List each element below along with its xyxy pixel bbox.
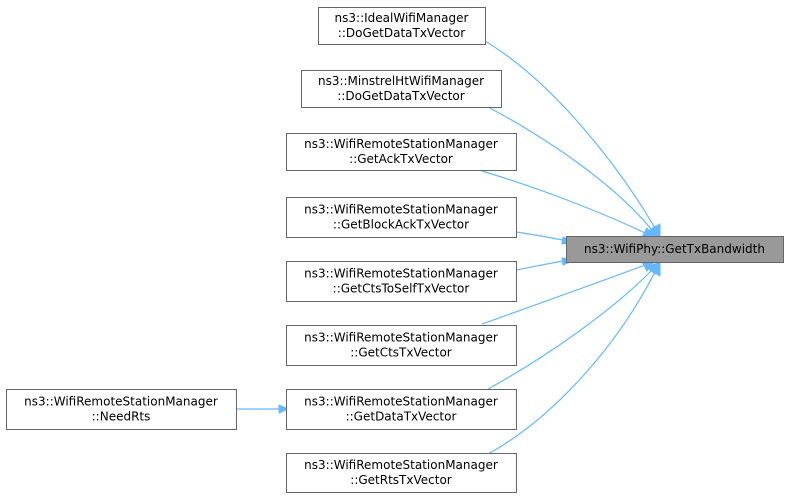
node-label-line: ::GetCtsToSelfTxVector	[333, 282, 470, 296]
node-blockack[interactable]: ns3::WifiRemoteStationManager::GetBlockA…	[286, 197, 517, 238]
node-label-line: ns3::WifiRemoteStationManager	[24, 395, 218, 409]
node-box	[286, 261, 517, 302]
node-label-line: ::GetBlockAckTxVector	[333, 218, 469, 232]
node-box	[286, 325, 517, 366]
node-box	[6, 389, 237, 430]
edge-minstrel-to-target	[487, 106, 661, 239]
arrowhead	[646, 225, 661, 239]
edge-line	[487, 269, 653, 390]
node-box	[286, 133, 517, 171]
arrowhead	[278, 404, 290, 414]
node-needrts[interactable]: ns3::WifiRemoteStationManager::NeedRts	[6, 389, 237, 430]
node-label-line: ::NeedRts	[92, 410, 151, 424]
node-label-line: ::GetCtsTxVector	[350, 346, 452, 360]
node-box	[286, 389, 517, 430]
node-label-line: ns3::WifiRemoteStationManager	[304, 331, 498, 345]
node-layer: ns3::WifiPhy::GetTxBandwidth ns3::IdealWi…	[6, 7, 784, 493]
edge-line	[481, 170, 646, 234]
node-label-line: ns3::WifiRemoteStationManager	[304, 458, 498, 472]
node-rts[interactable]: ns3::WifiRemoteStationManager::GetRtsTxV…	[286, 453, 517, 493]
node-label-line: ::DoGetDataTxVector	[337, 89, 464, 103]
node-box	[301, 70, 502, 108]
node-minstrel[interactable]: ns3::MinstrelHtWifiManager::DoGetDataTxV…	[301, 70, 502, 108]
node-box	[286, 197, 517, 238]
node-cts[interactable]: ns3::WifiRemoteStationManager::GetCtsTxV…	[286, 325, 517, 366]
node-label-line: ns3::MinstrelHtWifiManager	[318, 74, 484, 88]
edge-line	[515, 260, 564, 271]
node-label-line: ns3::WifiPhy::GetTxBandwidth	[584, 242, 765, 256]
node-label-line: ns3::WifiRemoteStationManager	[304, 267, 498, 281]
node-label-line: ns3::WifiRemoteStationManager	[304, 137, 498, 151]
edge-line	[487, 271, 656, 455]
edge-rts-to-target	[487, 263, 661, 455]
arrowhead	[649, 263, 661, 277]
node-target[interactable]: ns3::WifiPhy::GetTxBandwidth	[566, 236, 784, 263]
edge-line	[515, 231, 564, 241]
edge-line	[484, 40, 656, 229]
node-box	[286, 453, 517, 493]
node-label-line: ::GetRtsTxVector	[350, 473, 452, 487]
edge-needrts-to-data	[236, 404, 290, 414]
node-label-line: ns3::WifiRemoteStationManager	[304, 203, 498, 217]
edge-line	[481, 264, 646, 325]
node-box	[566, 236, 784, 263]
node-label-line: ::GetAckTxVector	[349, 152, 453, 166]
node-ctstoself[interactable]: ns3::WifiRemoteStationManager::GetCtsToS…	[286, 261, 517, 302]
edge-line	[487, 106, 653, 231]
node-label-line: ::GetDataTxVector	[346, 410, 457, 424]
node-ideal[interactable]: ns3::IdealWifiManager::DoGetDataTxVector	[318, 7, 486, 45]
node-label-line: ns3::IdealWifiManager	[335, 11, 469, 25]
node-box	[318, 7, 486, 45]
node-label-line: ns3::WifiRemoteStationManager	[304, 395, 498, 409]
node-data[interactable]: ns3::WifiRemoteStationManager::GetDataTx…	[286, 389, 517, 430]
node-label-line: ::DoGetDataTxVector	[338, 26, 465, 40]
node-ack[interactable]: ns3::WifiRemoteStationManager::GetAckTxV…	[286, 133, 517, 171]
